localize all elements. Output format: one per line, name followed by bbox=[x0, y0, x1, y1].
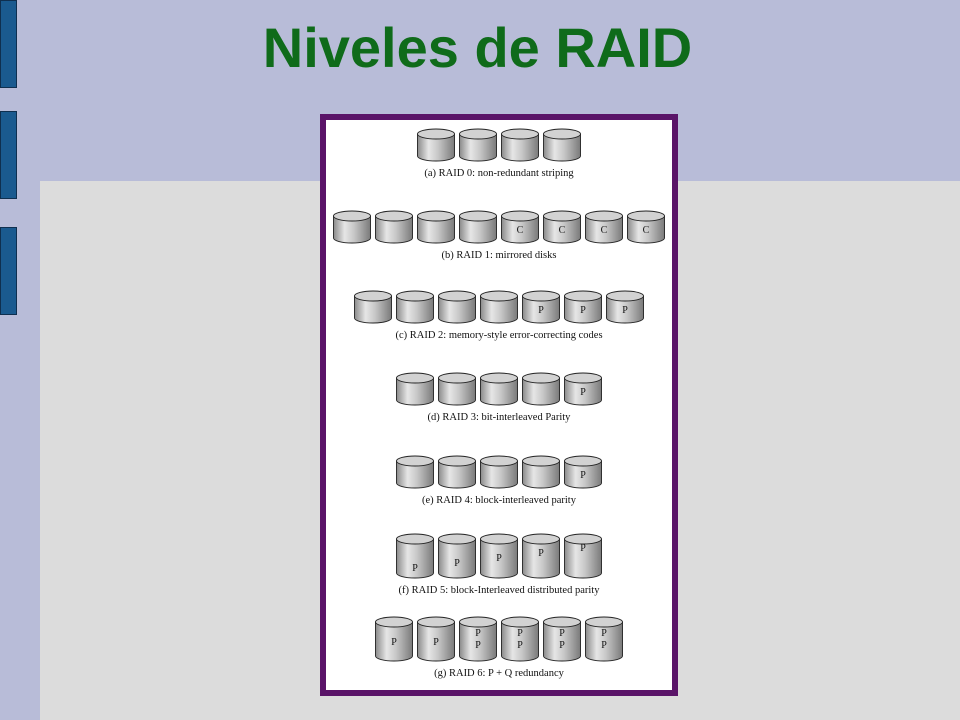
disk-icon bbox=[396, 372, 434, 406]
disk-icon bbox=[543, 616, 581, 662]
raid-level-caption: (d) RAID 3: bit-interleaved Parity bbox=[428, 412, 572, 423]
disk-icon bbox=[480, 533, 518, 579]
disk-label: P bbox=[496, 553, 502, 564]
raid-level-caption: (b) RAID 1: mirrored disks bbox=[442, 250, 557, 261]
raid-level-row: P (e) RAID 4: block-interleaved parity bbox=[396, 455, 602, 506]
raid-level-caption: (a) RAID 0: non-redundant striping bbox=[424, 168, 574, 179]
disk-icon bbox=[585, 210, 623, 244]
disk-label: P bbox=[538, 548, 544, 559]
disk-icon bbox=[438, 455, 476, 489]
disk-icon bbox=[480, 290, 518, 324]
disk-label: P bbox=[601, 640, 607, 651]
disk-icon bbox=[564, 372, 602, 406]
disk-label: P bbox=[559, 640, 565, 651]
raid-level-caption: (g) RAID 6: P + Q redundancy bbox=[434, 668, 565, 679]
disk-icon bbox=[564, 455, 602, 489]
disk-label: P bbox=[412, 563, 418, 574]
disk-label: P bbox=[580, 387, 586, 398]
disk-label: P bbox=[559, 628, 565, 639]
accent-bar-1 bbox=[0, 0, 17, 88]
disk-label: P bbox=[580, 470, 586, 481]
raid-level-row: P P P (c) RAID 2: memory-style error-correc… bbox=[354, 290, 644, 341]
accent-bar-2 bbox=[0, 111, 17, 199]
raid-level-row: P (d) RAID 3: bit-interleaved Parity bbox=[396, 372, 602, 423]
disk-icon bbox=[522, 290, 560, 324]
accent-bar-3 bbox=[0, 227, 17, 315]
raid-level-caption: (e) RAID 4: block-interleaved parity bbox=[422, 495, 577, 506]
disk-label: P bbox=[475, 640, 481, 651]
raid-level-caption: (c) RAID 2: memory-style error-correctin… bbox=[395, 330, 602, 341]
disk-icon bbox=[396, 533, 434, 579]
disk-icon bbox=[564, 533, 602, 579]
disk-icon bbox=[585, 616, 623, 662]
disk-icon bbox=[522, 455, 560, 489]
disk-label: P bbox=[517, 628, 523, 639]
disk-icon bbox=[522, 533, 560, 579]
disk-icon bbox=[606, 290, 644, 324]
disk-label: P bbox=[580, 543, 586, 554]
raid-level-caption: (f) RAID 5: block-Interleaved distribute… bbox=[399, 585, 601, 596]
disk-label: P bbox=[475, 628, 481, 639]
disk-label: P bbox=[391, 637, 397, 648]
disk-label: P bbox=[517, 640, 523, 651]
disk-icon bbox=[354, 290, 392, 324]
disk-icon bbox=[543, 128, 581, 162]
disk-label: C bbox=[601, 225, 608, 236]
disk-icon bbox=[564, 290, 602, 324]
disk-label: C bbox=[517, 225, 524, 236]
disk-icon bbox=[333, 210, 371, 244]
disk-icon bbox=[417, 616, 455, 662]
disk-icon bbox=[396, 290, 434, 324]
disk-icon bbox=[459, 128, 497, 162]
disk-icon bbox=[438, 372, 476, 406]
disk-label: C bbox=[559, 225, 566, 236]
disk-label: P bbox=[622, 305, 628, 316]
disk-icon bbox=[501, 210, 539, 244]
disk-icon bbox=[459, 616, 497, 662]
disk-icon bbox=[480, 372, 518, 406]
disk-icon bbox=[396, 455, 434, 489]
disk-icon bbox=[459, 210, 497, 244]
disk-label: P bbox=[433, 637, 439, 648]
disk-icon bbox=[375, 616, 413, 662]
disk-icon bbox=[543, 210, 581, 244]
disk-icon bbox=[501, 128, 539, 162]
disk-icon bbox=[417, 128, 455, 162]
disk-label: C bbox=[643, 225, 650, 236]
disk-label: P bbox=[454, 558, 460, 569]
disk-icon bbox=[417, 210, 455, 244]
disk-label: P bbox=[580, 305, 586, 316]
raid-level-row: P P P P P (f) RAID 5: block-Interleaved distr… bbox=[396, 533, 602, 596]
raid-level-row: C C C C (b) RAID 1: mirrored disks bbox=[333, 210, 665, 261]
disk-icon bbox=[438, 290, 476, 324]
raid-level-row: (a) RAID 0: non-redundant striping bbox=[417, 128, 581, 179]
disk-icon bbox=[627, 210, 665, 244]
disk-icon bbox=[522, 372, 560, 406]
disk-icon bbox=[501, 616, 539, 662]
disk-icon bbox=[480, 455, 518, 489]
disk-icon bbox=[438, 533, 476, 579]
disk-label: P bbox=[601, 628, 607, 639]
disk-icon bbox=[375, 210, 413, 244]
slide-title: Niveles de RAID bbox=[262, 16, 693, 79]
disk-label: P bbox=[538, 305, 544, 316]
